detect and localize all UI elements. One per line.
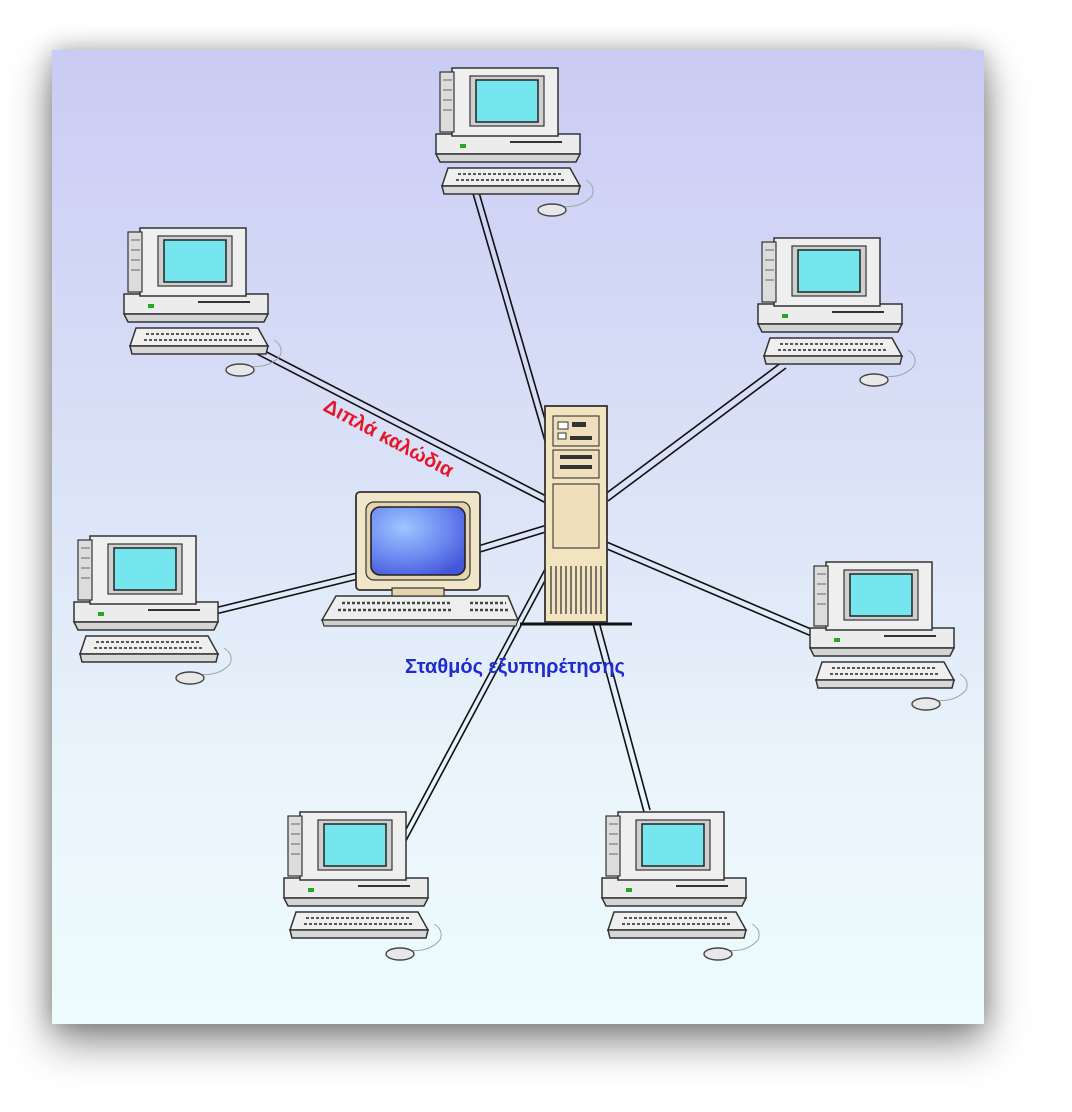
workstation-middle-right: [809, 561, 969, 711]
server-label: Σταθμός εξυπηρέτησης: [405, 656, 625, 678]
workstation-upper-left: [123, 227, 283, 377]
workstation-top: [435, 67, 595, 217]
double-cables: [181, 188, 819, 851]
diagram-background: [52, 50, 984, 1024]
tower-server-icon: [520, 405, 632, 626]
console-terminal-icon: [320, 491, 520, 627]
workstation-middle-left: [73, 535, 233, 685]
workstation-bottom-right: [601, 811, 761, 961]
workstation-upper-right: [757, 237, 917, 387]
workstation-bottom-left: [283, 811, 443, 961]
